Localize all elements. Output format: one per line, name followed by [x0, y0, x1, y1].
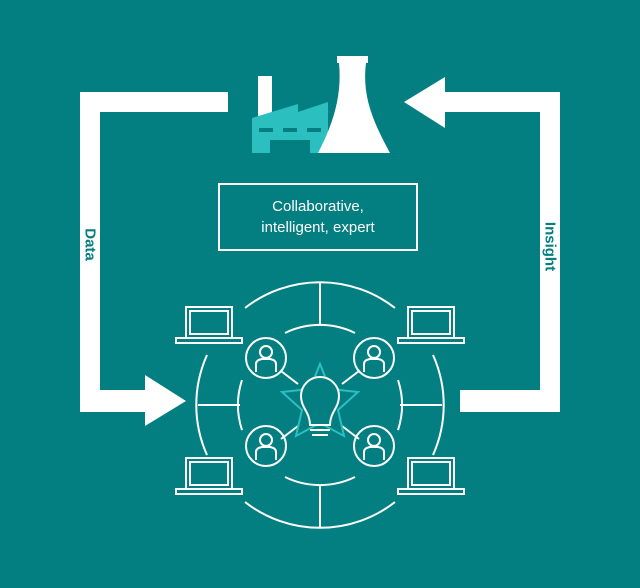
- lightbulb-icon: [299, 376, 341, 436]
- laptop-icon: [397, 457, 465, 495]
- person-icon: [245, 425, 287, 467]
- person-icon: [353, 425, 395, 467]
- cooling-tower-icon: [318, 56, 390, 153]
- laptop-icons: [175, 306, 465, 495]
- data-arrow-icon: [80, 92, 228, 426]
- laptop-icon: [175, 306, 243, 344]
- person-icon: [245, 337, 287, 379]
- network-wheel: [195, 281, 445, 529]
- laptop-icon: [175, 457, 243, 495]
- laptop-icon: [397, 306, 465, 344]
- data-label: Data: [81, 228, 99, 261]
- insight-label: Insight: [541, 221, 559, 272]
- person-icon: [353, 337, 395, 379]
- box-line-1: Collaborative,: [272, 198, 364, 215]
- insight-arrow-icon: [404, 77, 560, 412]
- person-icons: [245, 337, 395, 467]
- collaboration-box: Collaborative, intelligent, expert: [218, 183, 418, 251]
- box-line-2: intelligent, expert: [261, 219, 375, 236]
- factory-icon: [252, 76, 328, 153]
